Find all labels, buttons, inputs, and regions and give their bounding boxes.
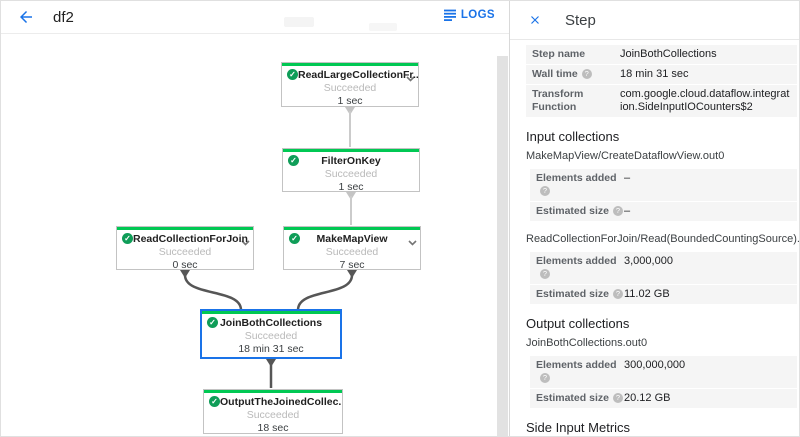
input-collections-heading: Input collections (526, 129, 620, 144)
help-icon[interactable]: ? (540, 269, 550, 279)
step-panel-body: Step name JoinBothCollections Wall time?… (510, 40, 800, 436)
chevron-down-icon[interactable] (408, 234, 417, 246)
success-check-icon: ✓ (209, 396, 220, 407)
node-status: Succeeded (158, 246, 212, 258)
scrollbar-thumb[interactable] (497, 56, 508, 436)
metric-value: 300,000,000 (624, 359, 686, 371)
close-button[interactable] (528, 13, 543, 28)
success-check-icon: ✓ (287, 69, 298, 80)
property-value: JoinBothCollections (620, 48, 717, 60)
property-value: 18 min 31 sec (620, 68, 689, 80)
node-status: Succeeded (323, 82, 377, 94)
help-icon[interactable]: ? (540, 373, 550, 383)
property-row-step-name: Step name JoinBothCollections (526, 45, 797, 64)
property-value: com.google.cloud.dataflow.integration.Si… (620, 88, 790, 113)
metric-value: 11.02 GB (624, 288, 670, 300)
metric-row-elements-added: Elements added? 300,000,000 (530, 356, 797, 388)
logs-label: LOGS (460, 9, 495, 21)
property-row-transform-function: Transform Function com.google.cloud.data… (526, 85, 797, 117)
metric-value: 20.12 GB (624, 392, 671, 404)
step-panel-header: Step (510, 1, 799, 40)
metric-value: – (624, 172, 631, 184)
node-name: FilterOnKey (321, 155, 381, 167)
metric-row-elements-added: Elements added? 3,000,000 (530, 252, 797, 284)
node-name: OutputTheJoinedCollec... (220, 396, 342, 408)
node-status-bar (282, 63, 418, 66)
logs-list-icon (443, 9, 456, 21)
job-toolbar: df2 LOGS (1, 1, 509, 34)
back-arrow-icon (20, 11, 32, 23)
help-icon[interactable]: ? (612, 393, 623, 403)
metric-label: Elements added? (536, 255, 617, 279)
metric-value: 3,000,000 (624, 255, 673, 267)
node-name: ReadCollectionForJoin (133, 233, 248, 245)
metric-label: Estimated size? (536, 205, 624, 218)
job-title: df2 (53, 8, 74, 26)
node-time: 0 sec (172, 259, 198, 271)
property-label: Transform Function (532, 88, 584, 113)
node-status-bar (204, 390, 342, 393)
success-check-icon: ✓ (288, 155, 299, 166)
node-status-bar (284, 227, 420, 230)
node-name: MakeMapView (316, 233, 388, 245)
help-icon[interactable]: ? (612, 289, 623, 299)
step-details-panel: Step Step name JoinBothCollections Wall … (509, 1, 800, 436)
side-input-metrics-heading: Side Input Metrics (526, 420, 631, 435)
node-time: 7 sec (339, 259, 365, 271)
graph-node-outputthejoinedcollection[interactable]: ✓ OutputTheJoinedCollec... Succeeded 18 … (203, 389, 343, 434)
graph-node-joinbothcollections[interactable]: ✓ JoinBothCollections Succeeded 18 min 3… (200, 309, 342, 359)
metric-label: Estimated size? (536, 392, 624, 405)
node-time: 1 sec (338, 181, 364, 193)
metric-label: Estimated size? (536, 288, 624, 301)
pipeline-graph: ✓ ReadLargeCollectionFr... Succeeded 1 s… (1, 34, 509, 436)
graph-panel: df2 LOGS (1, 1, 509, 436)
metric-row-estimated-size: Estimated size? – (530, 202, 797, 221)
graph-node-makemapview[interactable]: ✓ MakeMapView Succeeded 7 sec (283, 226, 421, 271)
node-status: Succeeded (244, 330, 298, 342)
collection-name: MakeMapView/CreateDataflowView.out0 (526, 150, 725, 162)
output-collections-heading: Output collections (526, 316, 630, 331)
chevron-down-icon[interactable] (241, 234, 250, 246)
panel-scrollbar[interactable] (497, 56, 508, 436)
property-row-wall-time: Wall time? 18 min 31 sec (526, 65, 797, 84)
node-status: Succeeded (246, 409, 300, 421)
graph-node-readlargecollection[interactable]: ✓ ReadLargeCollectionFr... Succeeded 1 s… (281, 62, 419, 107)
node-name: ReadLargeCollectionFr... (298, 69, 418, 81)
redacted-text (284, 17, 314, 27)
panel-title: Step (565, 11, 596, 29)
close-icon (531, 16, 539, 24)
node-time: 1 sec (337, 95, 363, 107)
success-check-icon: ✓ (207, 317, 218, 328)
chevron-down-icon[interactable] (406, 70, 415, 82)
metric-label: Elements added? (536, 172, 617, 196)
node-status: Succeeded (324, 168, 378, 180)
node-time: 18 min 31 sec (238, 343, 304, 355)
metric-row-estimated-size: Estimated size? 11.02 GB (530, 285, 797, 304)
logs-button[interactable]: LOGS (443, 9, 495, 21)
metric-label: Elements added? (536, 359, 617, 383)
redacted-text (369, 23, 397, 31)
property-label: Wall time? (532, 68, 620, 81)
metric-value: – (624, 205, 631, 217)
node-time: 18 sec (257, 422, 289, 434)
collection-name: JoinBothCollections.out0 (526, 337, 648, 349)
node-status-bar (117, 227, 253, 230)
property-label: Step name (532, 48, 586, 60)
metric-row-elements-added: Elements added? – (530, 169, 797, 201)
node-status-bar (202, 311, 340, 314)
collection-name: ReadCollectionForJoin/Read(BoundedCounti… (526, 233, 800, 245)
node-status-bar (283, 149, 419, 152)
back-button[interactable] (17, 8, 35, 26)
graph-node-readcollectionforjoin[interactable]: ✓ ReadCollectionForJoin Succeeded 0 sec (116, 226, 254, 271)
help-icon[interactable]: ? (540, 186, 550, 196)
help-icon[interactable]: ? (581, 69, 592, 79)
graph-node-filteronkey[interactable]: ✓ FilterOnKey Succeeded 1 sec (282, 148, 420, 193)
graph-edges (180, 107, 357, 388)
help-icon[interactable]: ? (612, 206, 623, 216)
metric-row-estimated-size: Estimated size? 20.12 GB (530, 389, 797, 408)
node-name: JoinBothCollections (219, 317, 323, 329)
success-check-icon: ✓ (289, 233, 300, 244)
success-check-icon: ✓ (122, 233, 133, 244)
node-status: Succeeded (325, 246, 379, 258)
